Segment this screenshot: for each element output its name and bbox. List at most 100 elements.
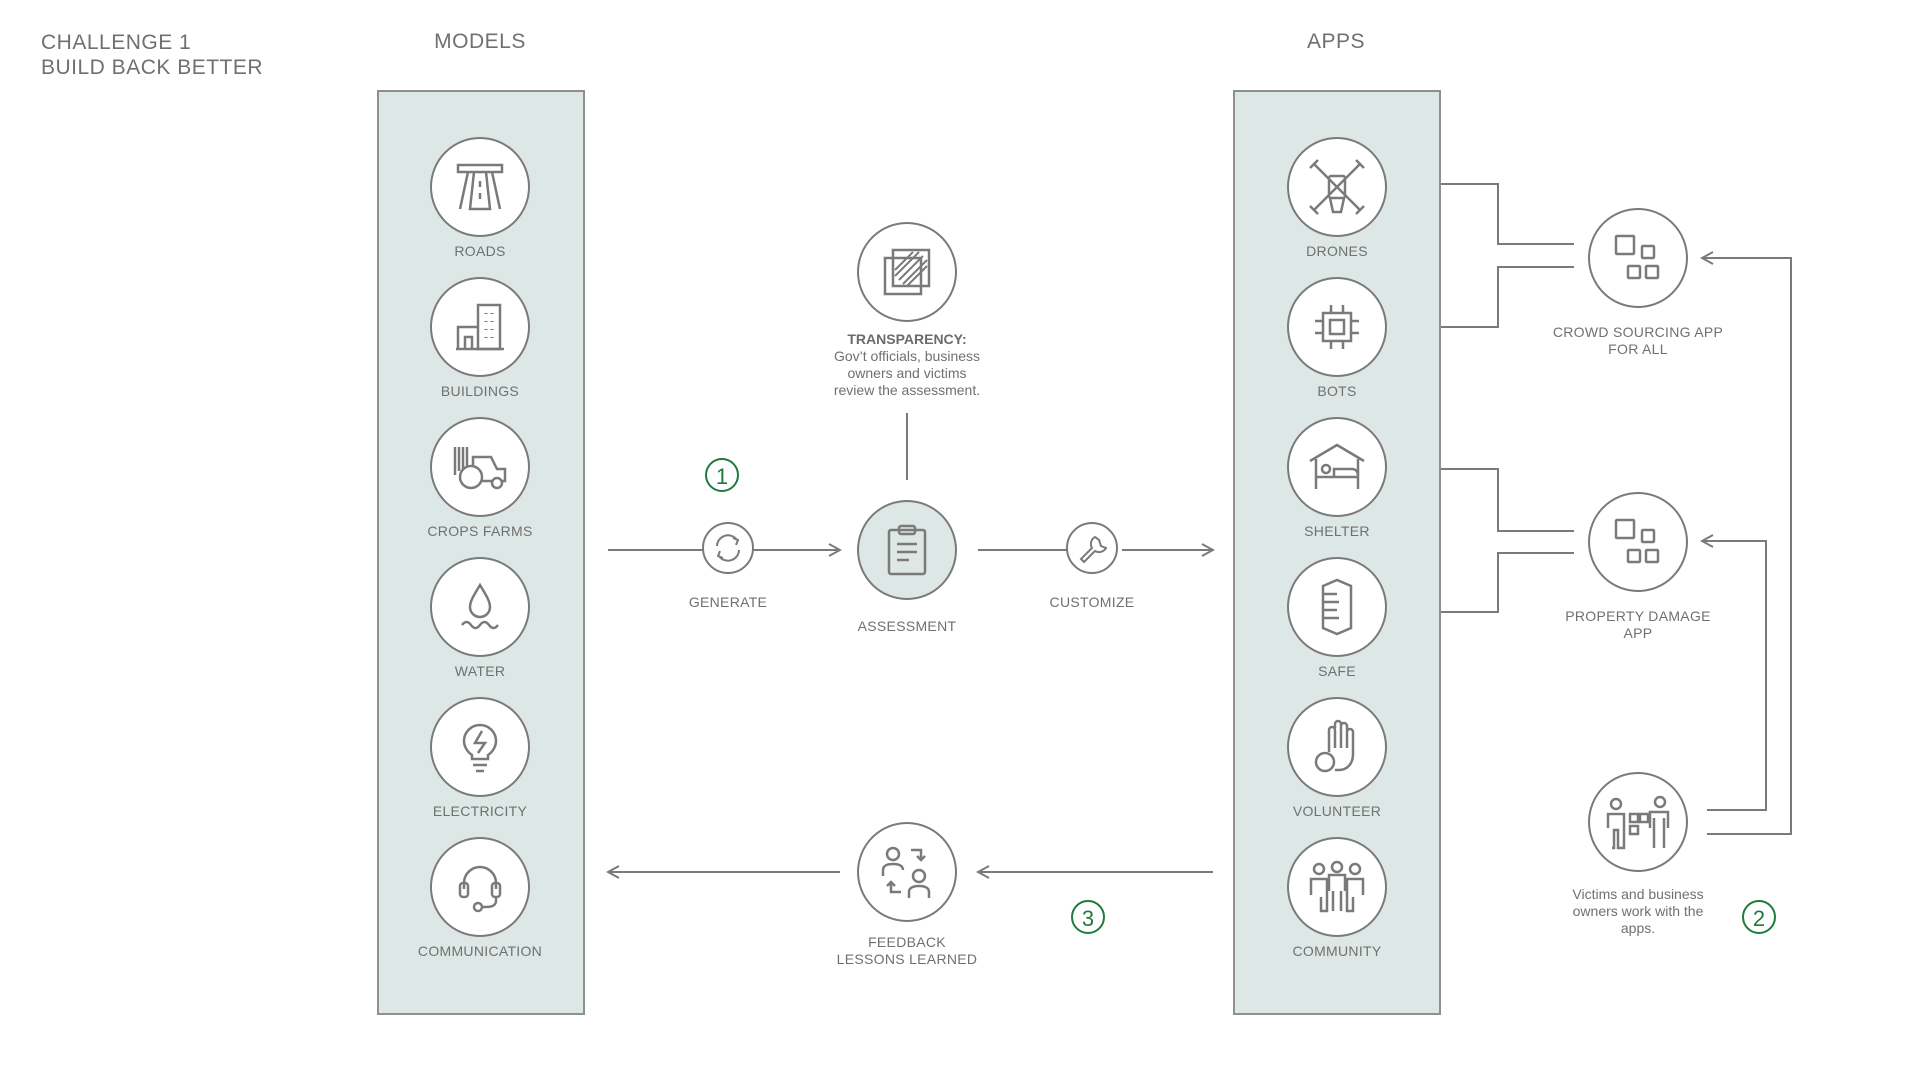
- property-damage-app-circle: [1588, 492, 1688, 592]
- feedback-node[interactable]: FEEDBACK LESSONS LEARNED: [777, 822, 1037, 968]
- shelter-icon: [1309, 443, 1365, 489]
- buildings-icon: [456, 303, 504, 351]
- crowd-sourcing-app-circle: [1588, 208, 1688, 308]
- model-crops-farms-circle: [430, 417, 530, 517]
- victims-line-3: apps.: [1620, 920, 1656, 936]
- customize-circle: [1066, 522, 1118, 574]
- step-2-badge: 2: [1742, 900, 1776, 934]
- app-drones[interactable]: DRONES: [1207, 137, 1467, 260]
- app-shelter[interactable]: SHELTER: [1207, 417, 1467, 540]
- assessment-circle: [857, 500, 957, 600]
- generate-node[interactable]: GENERATE: [598, 522, 858, 611]
- victims-line-2: owners work with the: [1572, 903, 1704, 919]
- step-3-badge: 3: [1071, 900, 1105, 934]
- customize-label: CUSTOMIZE: [1049, 594, 1135, 610]
- lightbulb-icon: [462, 723, 498, 773]
- generate-label: GENERATE: [688, 594, 768, 610]
- model-buildings[interactable]: BUILDINGS: [350, 277, 610, 400]
- safe-to-property-line: [1408, 552, 1574, 613]
- app-grid-icon: [1614, 234, 1660, 280]
- model-crops-farms-label: CROPS FARMS: [427, 523, 533, 539]
- property-damage-app-label-line-2: APP: [1623, 625, 1653, 641]
- refresh-icon: [716, 534, 740, 562]
- model-electricity-label: ELECTRICITY: [432, 803, 528, 819]
- assessment-label: ASSESSMENT: [857, 618, 957, 634]
- model-electricity-circle: [430, 697, 530, 797]
- transparency-title: TRANSPARENCY:: [847, 331, 967, 347]
- transparency-line-1: Gov’t officials, business: [833, 348, 981, 364]
- bots-to-crowd-line: [1408, 266, 1574, 328]
- feedback-label-line-1: FEEDBACK: [868, 934, 946, 950]
- model-electricity[interactable]: ELECTRICITY: [350, 697, 610, 820]
- drones-to-crowd-line: [1408, 183, 1574, 245]
- apps-column-title: APPS: [1306, 30, 1366, 53]
- shield-icon: [1321, 578, 1353, 636]
- model-communication-circle: [430, 837, 530, 937]
- feedback-label: FEEDBACK LESSONS LEARNED: [777, 934, 1037, 968]
- chip-icon: [1315, 305, 1359, 349]
- app-drones-circle: [1287, 137, 1387, 237]
- property-damage-app-label-line-1: PROPERTY DAMAGE: [1565, 608, 1711, 624]
- model-roads-label: ROADS: [454, 243, 506, 259]
- generate-circle: [702, 522, 754, 574]
- victims-to-property-arrow: [1702, 541, 1767, 811]
- challenge-heading: CHALLENGE 1 BUILD BACK BETTER: [41, 30, 263, 80]
- transparency-note: TRANSPARENCY: Gov’t officials, business …: [800, 331, 1014, 399]
- property-damage-app-label: PROPERTY DAMAGE APP: [1508, 608, 1768, 642]
- victims-line-1: Victims and business: [1572, 886, 1704, 902]
- app-community-label: COMMUNITY: [1292, 943, 1382, 959]
- challenge-number: CHALLENGE 1: [41, 31, 192, 54]
- model-water[interactable]: WATER: [350, 557, 610, 680]
- crowd-sourcing-app-label-line-1: CROWD SOURCING APP: [1552, 324, 1724, 340]
- feedback-label-line-2: LESSONS LEARNED: [836, 951, 978, 967]
- drone-icon: [1309, 159, 1365, 215]
- crowd-sourcing-app-node[interactable]: CROWD SOURCING APP FOR ALL: [1508, 208, 1768, 358]
- app-community[interactable]: COMMUNITY: [1207, 837, 1467, 960]
- app-bots-label: BOTS: [1317, 383, 1357, 399]
- wrench-icon: [1079, 535, 1108, 564]
- property-damage-app-node[interactable]: PROPERTY DAMAGE APP: [1508, 492, 1768, 642]
- models-column-title: MODELS: [434, 30, 526, 53]
- crowd-sourcing-app-label: CROWD SOURCING APP FOR ALL: [1508, 324, 1768, 358]
- model-crops-farms[interactable]: CROPS FARMS: [350, 417, 610, 540]
- model-communication[interactable]: COMMUNICATION: [350, 837, 610, 960]
- transparency-circle: [857, 222, 957, 322]
- app-safe[interactable]: SAFE: [1207, 557, 1467, 680]
- app-safe-label: SAFE: [1318, 663, 1356, 679]
- model-buildings-label: BUILDINGS: [440, 383, 520, 399]
- layers-icon: [883, 248, 931, 296]
- app-safe-circle: [1287, 557, 1387, 657]
- app-shelter-label: SHELTER: [1304, 523, 1370, 539]
- clipboard-icon: [887, 524, 927, 576]
- app-volunteer[interactable]: VOLUNTEER: [1207, 697, 1467, 820]
- shelter-to-property-line: [1408, 468, 1574, 532]
- customize-node[interactable]: CUSTOMIZE: [962, 522, 1222, 611]
- community-icon: [1309, 860, 1365, 913]
- app-shelter-circle: [1287, 417, 1387, 517]
- model-roads[interactable]: ROADS: [350, 137, 610, 260]
- challenge-title: BUILD BACK BETTER: [41, 56, 264, 79]
- transparency-node[interactable]: [777, 222, 1037, 322]
- feedback-circle: [857, 822, 957, 922]
- road-icon: [456, 163, 504, 211]
- app-volunteer-circle: [1287, 697, 1387, 797]
- exchange-people-icon: [881, 846, 931, 898]
- headset-icon: [458, 865, 502, 913]
- victims-node[interactable]: [1508, 772, 1768, 872]
- app-grid-icon: [1614, 518, 1660, 564]
- app-bots-circle: [1287, 277, 1387, 377]
- victims-circle: [1588, 772, 1688, 872]
- model-water-circle: [430, 557, 530, 657]
- app-bots[interactable]: BOTS: [1207, 277, 1467, 400]
- victims-to-crowd-arrow: [1702, 258, 1792, 835]
- model-water-label: WATER: [454, 663, 506, 679]
- assessment-node[interactable]: ASSESSMENT: [777, 500, 1037, 635]
- app-community-circle: [1287, 837, 1387, 937]
- hand-icon: [1314, 719, 1355, 773]
- tractor-icon: [453, 447, 507, 490]
- water-drop-icon: [461, 582, 499, 630]
- crowd-sourcing-app-label-line-2: FOR ALL: [1608, 341, 1668, 357]
- model-roads-circle: [430, 137, 530, 237]
- victims-note: Victims and business owners work with th…: [1530, 886, 1746, 937]
